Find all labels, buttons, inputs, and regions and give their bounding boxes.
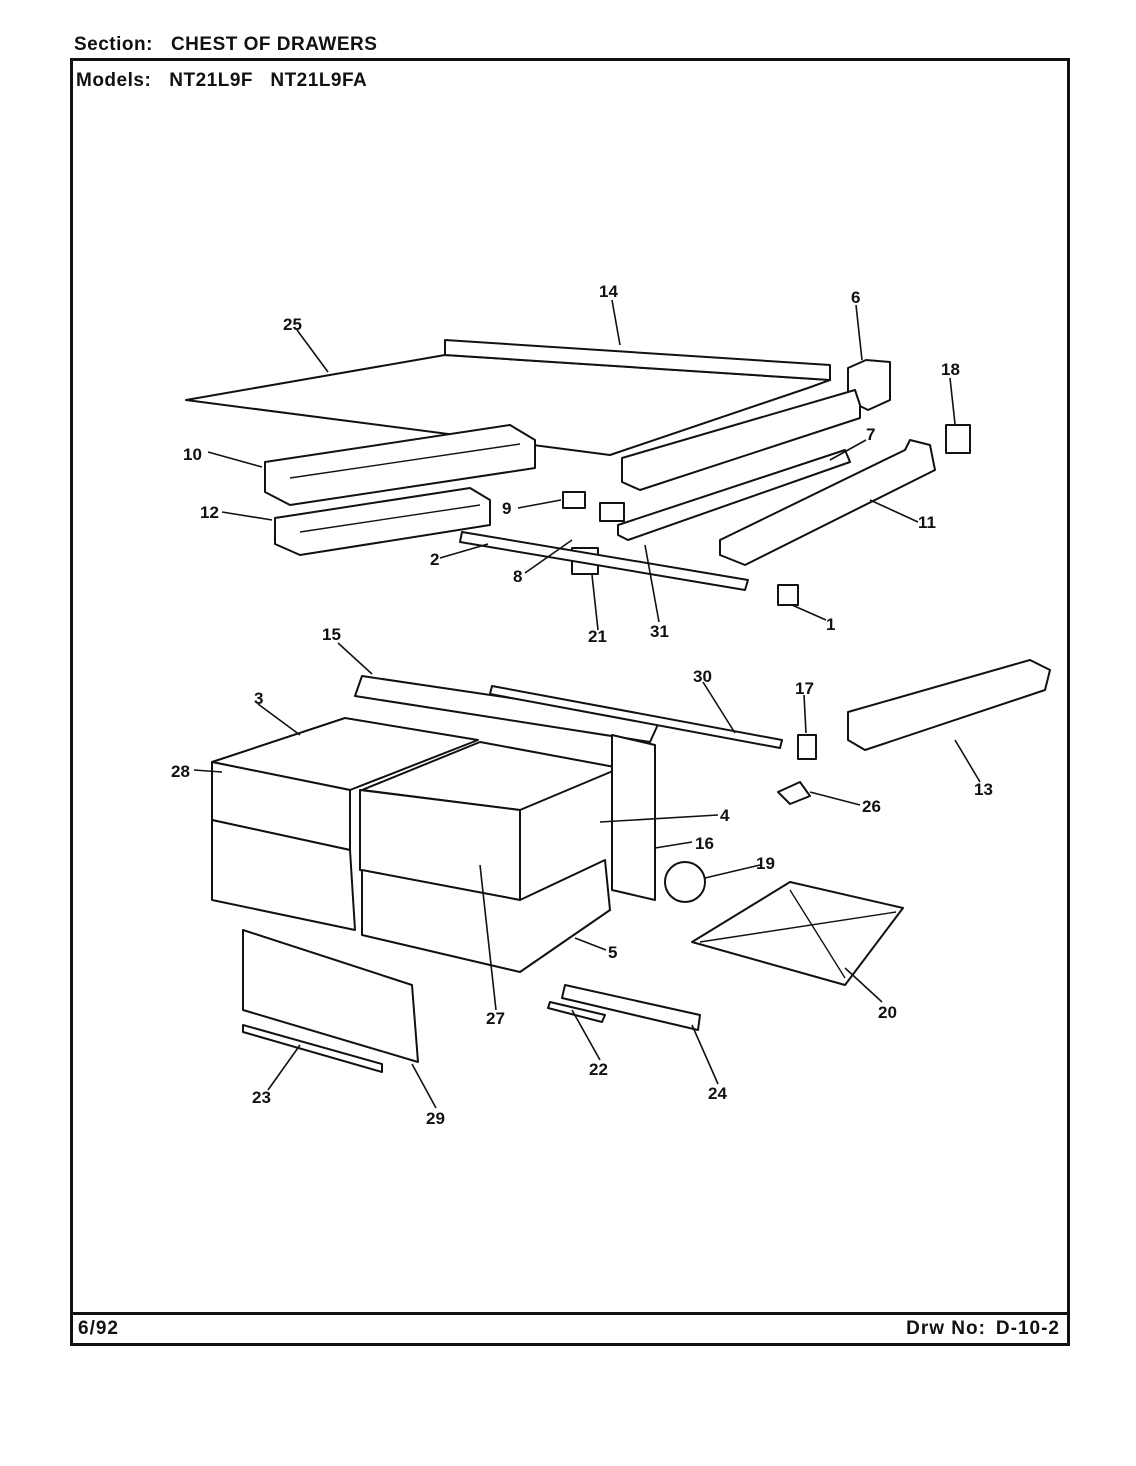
- callout-30: 30: [693, 667, 712, 686]
- callout-9: 9: [502, 499, 511, 518]
- part-14-rear-trim: [444, 339, 831, 381]
- drawing-number-block: Drw No: D-10-2: [906, 1318, 1060, 1340]
- part-12-left-lower-rail: [274, 487, 491, 556]
- callout-23: 23: [252, 1088, 271, 1107]
- callout-15: 15: [322, 625, 341, 644]
- callout-20: 20: [878, 1003, 897, 1022]
- callout-8: 8: [513, 567, 522, 586]
- part-26-hinge: [777, 781, 811, 805]
- part-16-side-frame: [611, 734, 656, 901]
- callout-17: 17: [795, 679, 814, 698]
- callout-19: 19: [756, 854, 775, 873]
- callout-1: 1: [826, 615, 835, 634]
- part-20-tray-frame: [691, 881, 904, 986]
- models-line: Models: NT21L9F NT21L9FA: [76, 70, 367, 92]
- callout-10: 10: [183, 445, 202, 464]
- callout-5: 5: [608, 943, 617, 962]
- section-label: Section:: [74, 34, 153, 55]
- part-center-rail: [621, 389, 861, 491]
- callout-18: 18: [941, 360, 960, 379]
- part-9-block: [562, 491, 586, 509]
- revision-date: 6/92: [78, 1318, 119, 1339]
- callout-27: 27: [486, 1009, 505, 1028]
- callout-14: 14: [599, 282, 618, 301]
- part-22-strip: [547, 1001, 606, 1023]
- part-31-slide: [617, 449, 851, 541]
- part-24-slide: [561, 984, 701, 1031]
- drawing-frame: [70, 58, 1070, 1346]
- drawing-number-value: D-10-2: [995, 1318, 1060, 1339]
- callout-11: 11: [918, 513, 936, 532]
- part-17-clip: [797, 734, 817, 760]
- callout-16: 16: [695, 834, 714, 853]
- callout-12: 12: [200, 503, 219, 522]
- callout-6: 6: [851, 288, 860, 307]
- callout-31: 31: [650, 622, 669, 641]
- part-11-right-support: [719, 439, 936, 566]
- part-10-left-upper-rail: [264, 424, 536, 506]
- models-value: NT21L9F NT21L9FA: [169, 70, 368, 91]
- part-19-detail-circle: [664, 861, 706, 903]
- callout-7: 7: [866, 425, 875, 444]
- part-1-cap: [777, 584, 799, 606]
- section-value: CHEST OF DRAWERS: [170, 34, 378, 55]
- part-29-drawer-front: [242, 929, 419, 1063]
- part-left-lower-drawer-front: [211, 819, 356, 931]
- callout-22: 22: [589, 1060, 608, 1079]
- part-25-shelf-plate: [185, 354, 831, 456]
- callout-28: 28: [171, 762, 190, 781]
- part-8-block: [599, 502, 625, 522]
- footer-rule: [70, 1312, 1070, 1315]
- callout-4: 4: [720, 806, 730, 825]
- callout-13: 13: [974, 780, 993, 799]
- section-line: Section: CHEST OF DRAWERS: [74, 34, 377, 56]
- callout-2: 2: [430, 550, 439, 569]
- callout-25: 25: [283, 315, 302, 334]
- models-label: Models:: [76, 70, 152, 91]
- callout-3: 3: [254, 689, 263, 708]
- part-2-rod: [459, 531, 749, 591]
- part-13-right-support: [847, 659, 1051, 751]
- callout-24: 24: [708, 1084, 727, 1103]
- part-23-trim-strip: [242, 1024, 383, 1073]
- callout-29: 29: [426, 1109, 445, 1128]
- part-18-clip: [945, 424, 971, 454]
- callout-21: 21: [588, 627, 607, 646]
- drawing-number-label: Drw No:: [906, 1318, 986, 1339]
- part-30-rod: [489, 685, 783, 749]
- callout-26: 26: [862, 797, 881, 816]
